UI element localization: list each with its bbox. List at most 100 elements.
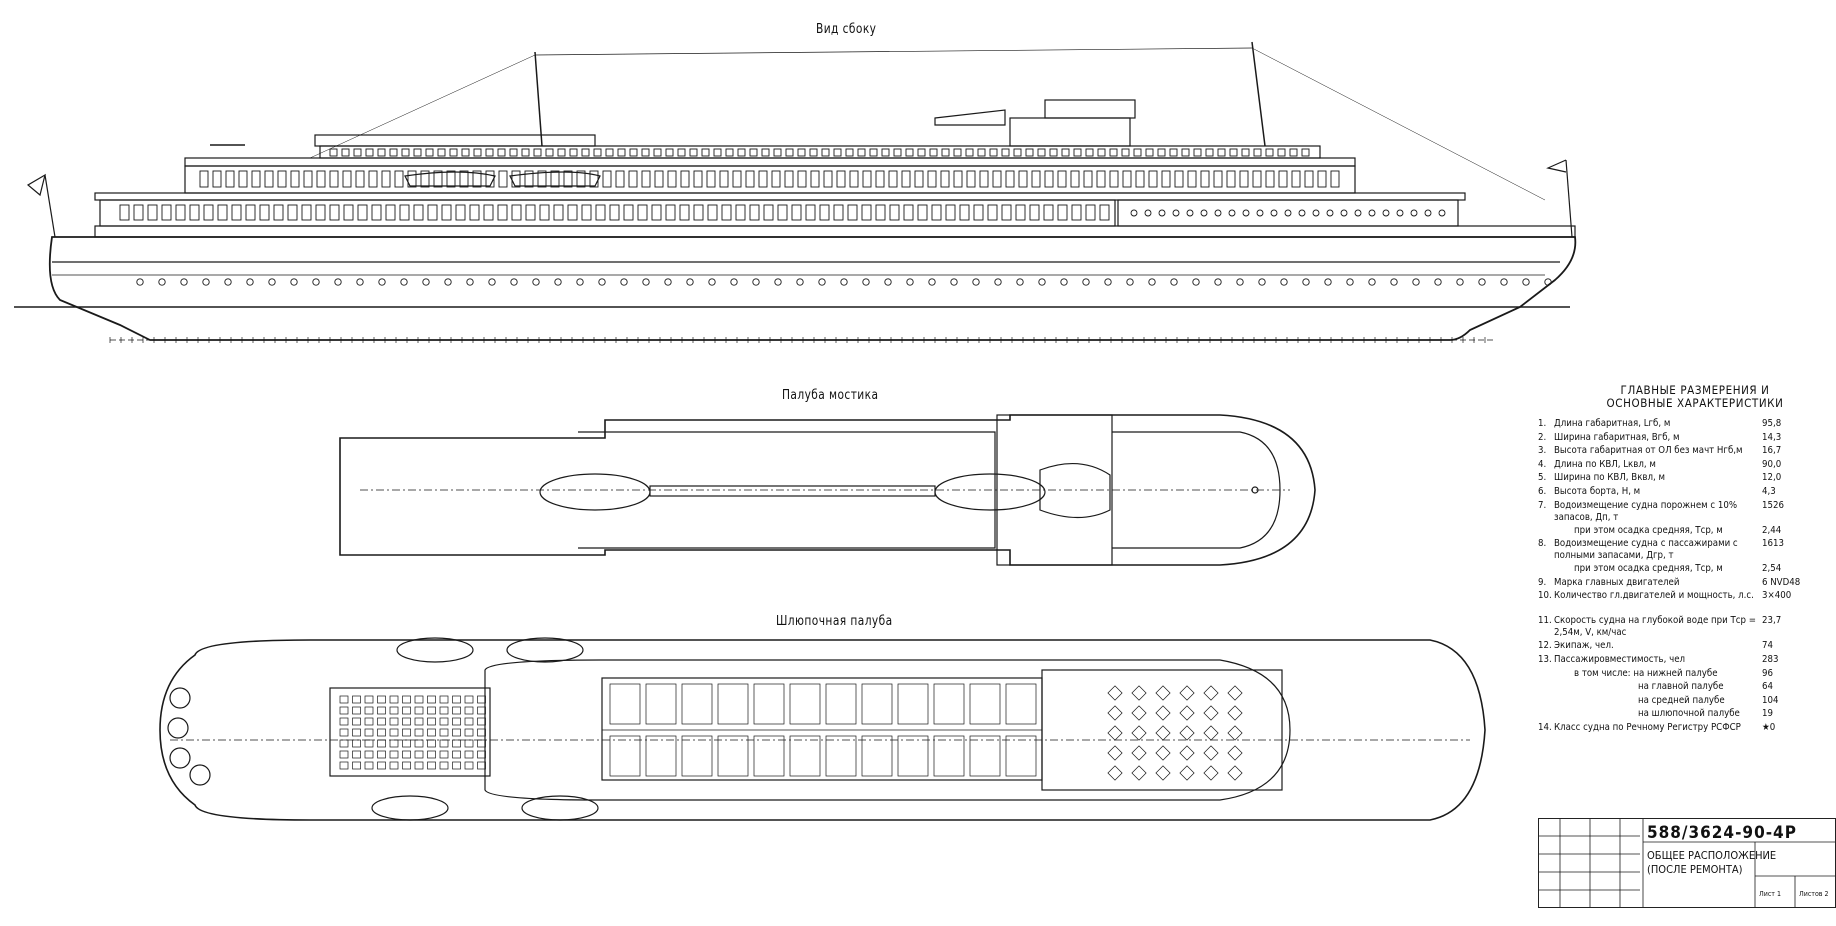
cabin bbox=[645, 735, 677, 777]
window bbox=[1317, 170, 1327, 188]
porthole bbox=[290, 278, 298, 286]
window bbox=[595, 204, 606, 221]
spec-value: 2,44 bbox=[1762, 524, 1782, 536]
cafe-table bbox=[1179, 685, 1195, 701]
window bbox=[1278, 170, 1288, 188]
seat bbox=[389, 750, 399, 759]
seat bbox=[364, 717, 374, 726]
spec-value: 6 NVD48 bbox=[1762, 576, 1801, 588]
spec-value: 74 bbox=[1762, 640, 1773, 652]
porthole bbox=[752, 278, 760, 286]
porthole bbox=[1270, 209, 1278, 217]
window bbox=[809, 148, 818, 157]
cafe-table bbox=[1227, 765, 1243, 781]
window bbox=[1109, 170, 1119, 188]
spec-number: 14. bbox=[1538, 721, 1552, 733]
window bbox=[1013, 148, 1022, 157]
window bbox=[989, 148, 998, 157]
porthole bbox=[224, 278, 232, 286]
cabin bbox=[789, 735, 821, 777]
window bbox=[287, 204, 298, 221]
window bbox=[203, 204, 214, 221]
window bbox=[245, 204, 256, 221]
seat bbox=[364, 761, 374, 770]
window bbox=[979, 170, 989, 188]
window bbox=[133, 204, 144, 221]
spec-text: Высота габаритная от ОЛ без мачт Нгб,м bbox=[1554, 445, 1743, 457]
window bbox=[303, 170, 313, 188]
window bbox=[617, 148, 626, 157]
window bbox=[420, 170, 430, 188]
window bbox=[545, 148, 554, 157]
window bbox=[940, 170, 950, 188]
window bbox=[654, 170, 664, 188]
window bbox=[1200, 170, 1210, 188]
spec-row: 7.Водоизмещение судна порожнем с 10% зап… bbox=[1538, 500, 1784, 525]
spec-number: 11. bbox=[1538, 615, 1552, 627]
porthole bbox=[1312, 209, 1320, 217]
porthole bbox=[1456, 278, 1464, 286]
porthole bbox=[1214, 278, 1222, 286]
window bbox=[459, 170, 469, 188]
window bbox=[301, 204, 312, 221]
seat bbox=[352, 761, 361, 770]
porthole bbox=[620, 278, 628, 286]
window bbox=[679, 204, 690, 221]
window bbox=[693, 170, 703, 188]
window bbox=[521, 148, 530, 157]
cafe-table bbox=[1179, 705, 1195, 721]
cafe-table bbox=[1227, 705, 1243, 721]
porthole bbox=[1298, 209, 1306, 217]
seat bbox=[464, 728, 474, 737]
porthole bbox=[1214, 209, 1222, 217]
window bbox=[701, 148, 710, 157]
spec-text: в том числе: на нижней палубе bbox=[1574, 667, 1718, 679]
seat bbox=[352, 750, 361, 759]
porthole bbox=[268, 278, 276, 286]
cafe-table bbox=[1227, 725, 1243, 741]
window bbox=[342, 170, 352, 188]
porthole bbox=[158, 278, 166, 286]
porthole bbox=[994, 278, 1002, 286]
porthole bbox=[1280, 278, 1288, 286]
porthole bbox=[1438, 209, 1446, 217]
window bbox=[1187, 170, 1197, 188]
seat bbox=[414, 695, 424, 704]
porthole bbox=[664, 278, 672, 286]
porthole bbox=[840, 278, 848, 286]
spec-row: 14.Класс судна по Речному Регистру РСФСР… bbox=[1538, 722, 1784, 736]
cafe-table bbox=[1131, 725, 1147, 741]
window bbox=[455, 204, 466, 221]
spec-text: на главной палубе bbox=[1638, 681, 1724, 693]
bridge-deck-label: Палуба мостика bbox=[782, 388, 879, 403]
cafe-table bbox=[1131, 765, 1147, 781]
porthole bbox=[884, 278, 892, 286]
window bbox=[823, 170, 833, 188]
spec-value: 1613 bbox=[1762, 538, 1784, 550]
window bbox=[553, 204, 564, 221]
porthole bbox=[1126, 278, 1134, 286]
window bbox=[1015, 204, 1026, 221]
seat bbox=[464, 695, 474, 704]
window bbox=[329, 170, 339, 188]
window bbox=[1083, 170, 1093, 188]
window bbox=[581, 148, 590, 157]
porthole bbox=[730, 278, 738, 286]
porthole bbox=[1424, 209, 1432, 217]
window bbox=[737, 148, 746, 157]
spec-value: 1526 bbox=[1762, 499, 1784, 511]
window bbox=[1135, 170, 1145, 188]
cabin bbox=[645, 683, 677, 725]
window bbox=[497, 204, 508, 221]
window bbox=[992, 170, 1002, 188]
cabin bbox=[861, 735, 893, 777]
window bbox=[805, 204, 816, 221]
window bbox=[511, 170, 521, 188]
porthole bbox=[1172, 209, 1180, 217]
spec-text: на средней палубе bbox=[1638, 694, 1725, 706]
porthole bbox=[1104, 278, 1112, 286]
porthole bbox=[378, 278, 386, 286]
